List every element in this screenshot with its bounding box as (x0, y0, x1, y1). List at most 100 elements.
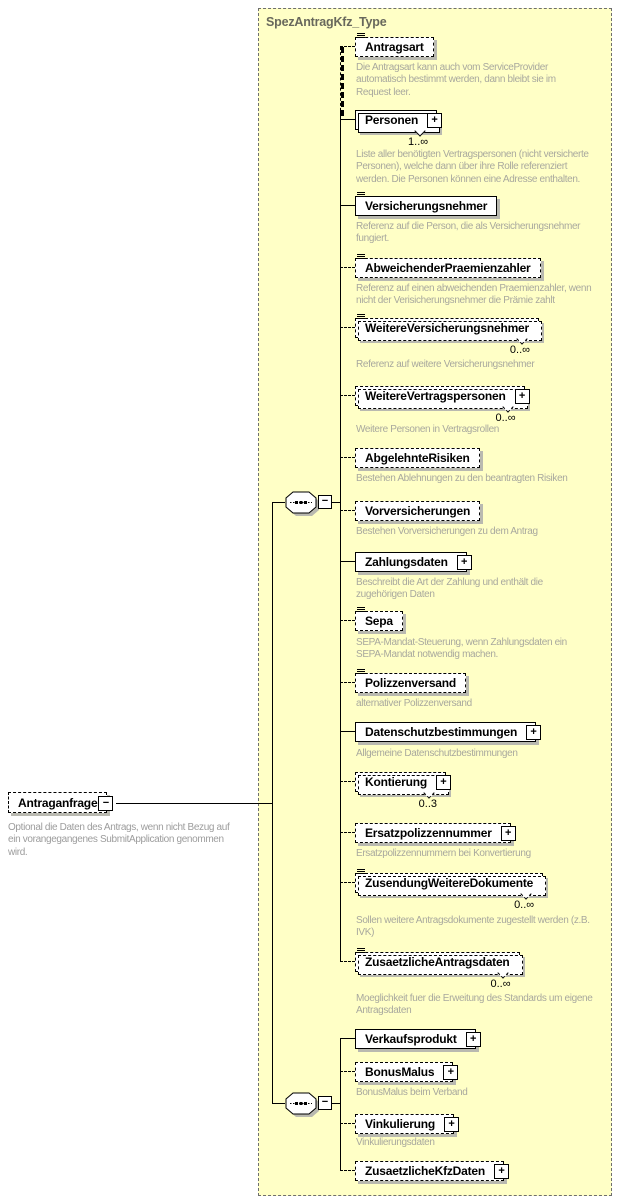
element-label: Zahlungsdaten (365, 555, 448, 569)
expand-button[interactable]: + (444, 1117, 460, 1132)
element-label: Ersatzpolizzennummer (365, 826, 492, 840)
element-box-versicherungsnehmer[interactable]: Versicherungsnehmer (339, 192, 498, 216)
connector-trunk (340, 110, 341, 962)
expand-button[interactable]: + (500, 826, 516, 841)
occurrence-label: 0..∞ (514, 899, 535, 911)
element-box-sepa[interactable]: Sepa (340, 607, 403, 631)
element-box-antragsart[interactable]: Antragsart (340, 33, 434, 57)
element-box-verkaufsprodukt[interactable]: Verkaufsprodukt + (340, 1029, 481, 1049)
expand-button[interactable]: + (526, 725, 542, 740)
element-description: Ersatzpolizzennummern bei Konvertierung (356, 848, 531, 859)
element-box-zahlungsdaten[interactable]: Zahlungsdaten + (340, 552, 472, 572)
sequence-icon (285, 491, 319, 516)
element-description: Weitere Personen in Vertragsrollen (356, 424, 499, 435)
complextype-container: SpezAntragKfz_Type (258, 8, 612, 1196)
element-label: Vinkulierung (365, 1117, 436, 1131)
expand-button[interactable]: + (514, 389, 530, 404)
element-label: WeitereVertragspersonen (365, 389, 506, 403)
sequence-compositor[interactable]: − (283, 489, 343, 519)
element-label: Sepa (365, 614, 393, 628)
connector-trunk (340, 47, 344, 116)
element-box-zusaetzlichekfzdaten[interactable]: ZusaetzlicheKfzDaten + (339, 1161, 510, 1181)
element-description: Bestehen Vorversicherungen zu dem Antrag (356, 526, 538, 537)
element-icon (357, 33, 365, 38)
element-label: Verkaufsprodukt (365, 1032, 457, 1046)
element-description: Sollen weitere Antragsdokumente zugestel… (356, 915, 590, 939)
expand-button[interactable]: + (465, 1032, 481, 1047)
element-description: Bestehen Ablehnungen zu den beantragten … (356, 473, 568, 484)
collapse-button[interactable]: − (98, 796, 114, 811)
connector-line (116, 803, 272, 804)
element-icon (357, 869, 365, 874)
element-box-abgelehnterisiken[interactable]: AbgelehnteRisiken (340, 448, 480, 468)
element-label: Antraganfrage (18, 796, 98, 810)
element-box-kontierung[interactable]: Kontierung + 0..3 (340, 772, 451, 810)
element-label: ZusaetzlicheKfzDaten (365, 1164, 486, 1178)
element-box-abweichenderpraemienzahler[interactable]: AbweichenderPraemienzahler (340, 254, 541, 278)
element-icon (357, 254, 365, 259)
element-label: Personen (365, 113, 419, 127)
connector-trunk (340, 1039, 341, 1171)
element-description: Allgemeine Datenschutzbestimmungen (356, 748, 518, 759)
element-box-bonusmalus[interactable]: BonusMalus + (339, 1062, 459, 1082)
element-label: Datenschutzbestimmungen (365, 725, 518, 739)
element-label: BonusMalus (365, 1065, 435, 1079)
element-label: ZusaetzlicheAntragsdaten (365, 955, 510, 969)
collapse-button[interactable]: − (318, 1096, 332, 1110)
element-description: BonusMalus beim Verband (356, 1087, 468, 1098)
element-box-weiterevertragspersonen[interactable]: WeitereVertragspersonen + 0..∞ (340, 386, 530, 424)
element-description: Referenz auf weitere Versicherungsnehmer (356, 359, 535, 370)
occurrence-label: 1..∞ (408, 136, 429, 148)
element-box-personen[interactable]: Personen + 1..∞ (339, 110, 443, 148)
element-box-zusaetzlicheantragsdaten[interactable]: ZusaetzlicheAntragsdaten 0..∞ (340, 948, 523, 990)
element-label: Antragsart (365, 40, 424, 54)
connector-line (272, 502, 285, 503)
element-label: AbgelehnteRisiken (365, 451, 470, 465)
element-description: Referenz auf einen abweichenden Praemien… (356, 283, 592, 307)
element-description: Beschreibt die Art der Zahlung und enthä… (356, 577, 543, 601)
element-box-weitereversicherungsnehmer[interactable]: WeitereVersicherungsnehmer 0..∞ (340, 314, 542, 356)
expand-button[interactable]: + (494, 1164, 510, 1179)
occurrence-label: 0..∞ (509, 344, 530, 356)
element-icon (357, 607, 365, 612)
element-icon (357, 314, 365, 319)
element-label: Kontierung (365, 775, 427, 789)
element-description: Optional die Daten des Antrags, wenn nic… (8, 822, 230, 858)
expand-button[interactable]: + (456, 555, 472, 570)
element-label: Vorversicherungen (365, 504, 471, 518)
complextype-title: SpezAntragKfz_Type (266, 15, 387, 29)
connector-line (272, 502, 273, 1103)
element-icon (357, 669, 365, 674)
collapse-button[interactable]: − (318, 495, 332, 509)
element-description: Moeglichkeit fuer die Erweitung des Stan… (356, 993, 593, 1017)
element-box-ersatzpolizzennummer[interactable]: Ersatzpolizzennummer + (340, 823, 516, 843)
element-label: Versicherungsnehmer (365, 199, 488, 213)
element-label: AbweichenderPraemienzahler (365, 261, 531, 275)
connector-line (272, 1103, 285, 1104)
element-icon (357, 192, 365, 197)
sequence-compositor[interactable]: − (283, 1090, 343, 1120)
element-label: Polizzenversand (365, 676, 457, 690)
element-description: SEPA-Mandat-Steuerung, wenn Zahlungsdate… (356, 637, 567, 661)
expand-button[interactable]: + (427, 113, 443, 128)
element-box-zusendungweiteredokumente[interactable]: ZusendungWeitereDokumente 0..∞ (339, 869, 547, 911)
element-box-polizzenversand[interactable]: Polizzenversand (339, 669, 467, 693)
element-box-vorversicherungen[interactable]: Vorversicherungen (339, 501, 481, 521)
element-box-antraganfrage[interactable]: Antraganfrage − (8, 792, 114, 813)
expand-button[interactable]: + (436, 775, 451, 790)
element-description: Die Antragsart kann auch vom ServiceProv… (356, 62, 556, 98)
element-description: alternativer Polizzenversand (356, 698, 472, 709)
element-label: ZusendungWeitereDokumente (365, 876, 534, 890)
expand-button[interactable]: + (443, 1065, 459, 1080)
element-icon (357, 948, 365, 953)
element-description: Liste aller benötigten Vertragspersonen … (356, 149, 589, 185)
element-description: Vinkulierungsdaten (356, 1137, 435, 1148)
occurrence-label: 0..∞ (490, 978, 511, 990)
connector-line (332, 1103, 341, 1104)
element-label: WeitereVersicherungsnehmer (365, 321, 529, 335)
connector-line (332, 502, 341, 503)
element-box-datenschutzbestimmungen[interactable]: Datenschutzbestimmungen + (339, 722, 542, 742)
sequence-icon (285, 1092, 319, 1117)
element-box-vinkulierung[interactable]: Vinkulierung + (339, 1114, 460, 1134)
occurrence-label: 0..∞ (495, 412, 516, 424)
